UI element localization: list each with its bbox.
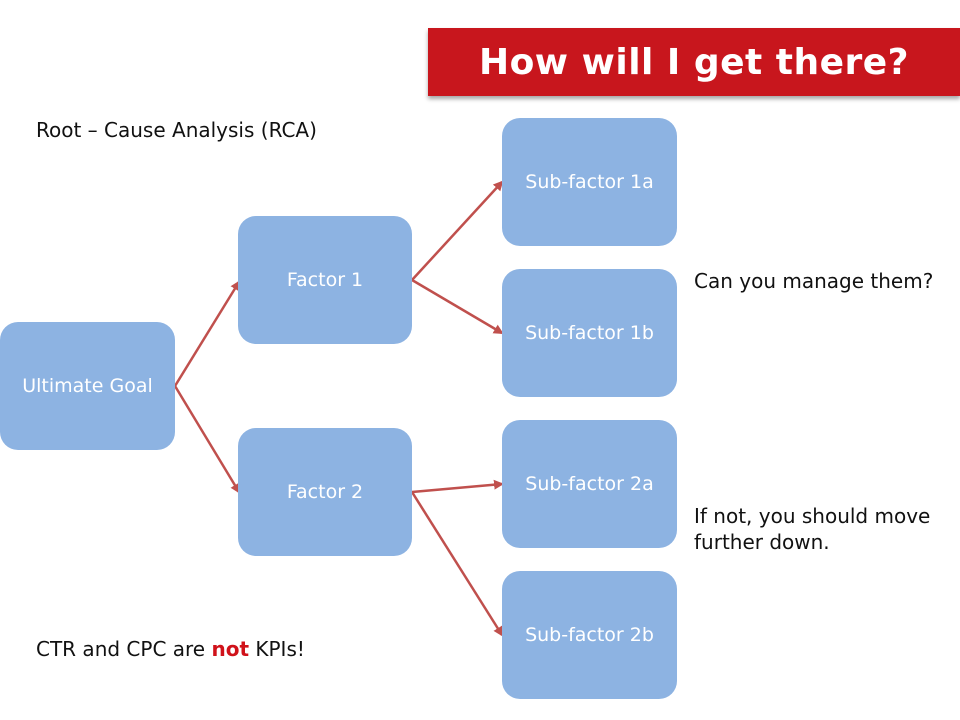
manage-question: Can you manage them? [694,269,934,293]
node-factor-2: Factor 2 [238,428,412,556]
arrow-factor1-to-sub1b [411,278,504,335]
arrow-factor2-to-sub2b [410,491,504,637]
footnote-emphasis: not [211,637,250,661]
node-sub-factor-2b: Sub-factor 2b [502,571,677,699]
arrow-root-to-factor1 [173,280,241,387]
footnote-text-before: CTR and CPC are [36,637,212,661]
kpi-footnote: CTR and CPC are not KPIs! [36,636,305,662]
arrow-factor1-to-sub1a [411,180,504,281]
advice-text: If not, you should move further down. [694,504,931,554]
node-sub-factor-2a: Sub-factor 2a [502,420,677,548]
slide-title: How will I get there? [478,41,910,83]
title-banner: How will I get there? [428,28,960,96]
node-factor-1: Factor 1 [238,216,412,344]
node-ultimate-goal: Ultimate Goal [0,322,175,450]
rca-subtitle: Root – Cause Analysis (RCA) [36,118,317,142]
node-sub-factor-1a: Sub-factor 1a [502,118,677,246]
arrow-root-to-factor2 [173,385,241,494]
node-sub-factor-1b: Sub-factor 1b [502,269,677,397]
footnote-text-after: KPIs! [249,637,305,661]
arrow-factor2-to-sub2a [411,479,504,494]
